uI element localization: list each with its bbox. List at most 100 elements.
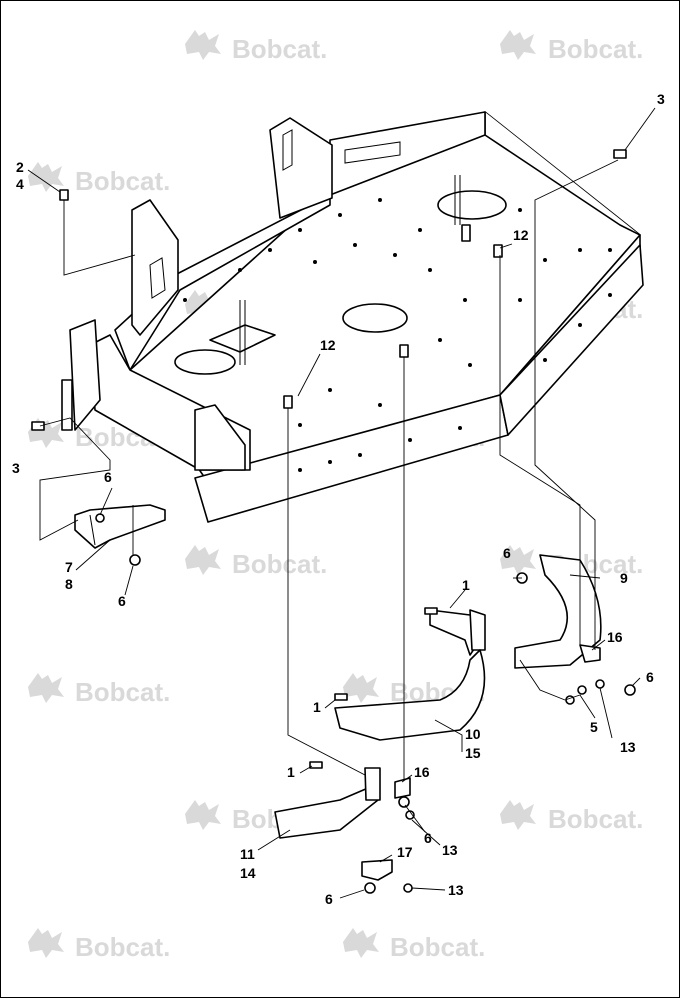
callout-14: 14 — [240, 865, 256, 881]
callout-4: 4 — [16, 176, 24, 192]
callout-10: 10 — [465, 726, 481, 742]
watermark: Bobcat. — [500, 30, 643, 64]
left-hitch-slot — [149, 257, 166, 299]
bobcat-logo-icon — [343, 928, 379, 958]
callout-16-upper: 16 — [607, 629, 623, 645]
nut-6-lower — [364, 882, 376, 894]
watermark-text: Bobcat. — [232, 549, 327, 579]
nut-13-upper — [595, 679, 605, 689]
callout-11: 11 — [240, 846, 255, 862]
callout-13-lower: 13 — [448, 882, 464, 898]
deck-holes — [183, 198, 612, 427]
callout-3-lower: 3 — [12, 460, 20, 476]
center-tab-box — [209, 324, 276, 353]
bracket-nut-lower — [129, 554, 141, 566]
left-deflector — [69, 319, 101, 431]
nut-6-right — [624, 684, 636, 696]
bracket-16-lower — [394, 777, 411, 799]
callout-6-upper: 6 — [503, 545, 511, 561]
bolt-1-upper — [424, 607, 438, 615]
callout-5: 5 — [590, 719, 598, 735]
callout-6-bracket: 6 — [104, 469, 112, 485]
watermark: Bobcat. — [185, 30, 327, 64]
baffle-9 — [514, 554, 602, 669]
bracket-17 — [361, 859, 393, 881]
left-pin — [61, 379, 73, 431]
left-stud — [239, 300, 246, 365]
callout-8: 8 — [65, 576, 73, 592]
watermark: Bobcat. — [28, 673, 170, 707]
bolt-2-4 — [59, 189, 69, 201]
callout-9: 9 — [620, 570, 628, 586]
bolt-3-lower — [31, 421, 45, 431]
watermark-text: Bobcat. — [548, 34, 643, 64]
callout-6-middle: 6 — [424, 830, 432, 846]
mower-deck — [61, 111, 644, 523]
callout-1-middle: 1 — [313, 699, 321, 715]
leader-lines — [27, 107, 656, 899]
nut-13-lower — [403, 883, 413, 893]
front-left-gusset — [194, 404, 246, 471]
watermark-text: Bobcat. — [75, 932, 170, 962]
watermark: Bobcat. — [28, 928, 170, 962]
watermark-text: Bobcat. — [75, 166, 170, 196]
watermark: Bobcat. — [185, 545, 327, 579]
nut-6-middle — [398, 796, 410, 808]
bobcat-logo-icon — [28, 162, 64, 192]
rear-hitch-plate — [269, 117, 333, 219]
watermark: Bobcat. — [500, 800, 643, 834]
bobcat-logo-icon — [185, 30, 221, 60]
bolt-12-center — [399, 344, 409, 358]
watermark-text: Bobcat. — [232, 34, 327, 64]
callout-labels: 2 4 3 3 12 12 6 7 8 6 6 1 9 16 6 5 13 1 … — [12, 91, 665, 907]
left-spindle-hole — [174, 349, 236, 375]
callout-17: 17 — [397, 844, 413, 860]
bracket-16-upper — [579, 644, 601, 663]
callout-1-lower: 1 — [287, 764, 295, 780]
callout-15: 15 — [465, 745, 481, 761]
skirt-holes — [298, 293, 612, 472]
bobcat-logo-icon — [500, 800, 536, 830]
watermark-text: Bobcat. — [390, 932, 485, 962]
watermark: Bobcat. — [28, 162, 170, 196]
baffle-11 — [274, 784, 379, 839]
callout-6-lower: 6 — [325, 891, 333, 907]
washer-5b — [577, 685, 587, 695]
baffle-10 — [334, 649, 486, 741]
bobcat-logo-icon — [185, 800, 221, 830]
callout-12-right: 12 — [513, 227, 529, 243]
center-spindle-hole — [342, 303, 408, 333]
bobcat-logo-icon — [500, 30, 536, 60]
right-stud — [454, 175, 461, 225]
callout-16-lower: 16 — [414, 764, 430, 780]
bobcat-logo-icon — [343, 673, 379, 703]
callout-6-lower-left: 6 — [118, 593, 126, 609]
bobcat-logo-icon — [185, 545, 221, 575]
bolt-1-lower — [309, 761, 323, 769]
baffle-assembly — [274, 554, 602, 881]
baffle-clip-upper — [469, 609, 486, 651]
watermark-text: Bobcat. — [548, 804, 643, 834]
bracket-nut — [95, 513, 105, 523]
watermark: Bobcat. — [343, 928, 485, 962]
baffle-clip-lower — [364, 767, 381, 801]
support-bracket — [74, 504, 166, 549]
bracket-edge — [89, 514, 96, 546]
callout-13-middle: 13 — [442, 842, 458, 858]
bolt-1-middle — [334, 693, 348, 701]
deck-right-skirt — [499, 244, 644, 436]
callout-13-right: 13 — [620, 739, 636, 755]
rear-hitch-slot — [282, 129, 293, 171]
callout-12-center: 12 — [320, 337, 336, 353]
rear-wall-slot — [344, 141, 401, 164]
callout-6-right: 6 — [646, 669, 654, 685]
callout-7: 7 — [65, 559, 73, 575]
callout-3-upper: 3 — [657, 91, 665, 107]
bobcat-logo-icon — [28, 928, 64, 958]
bolt-12-left — [283, 395, 293, 409]
bolt-12-right — [493, 244, 503, 258]
callout-2: 2 — [16, 159, 24, 175]
bolt-3-upper — [613, 149, 627, 159]
